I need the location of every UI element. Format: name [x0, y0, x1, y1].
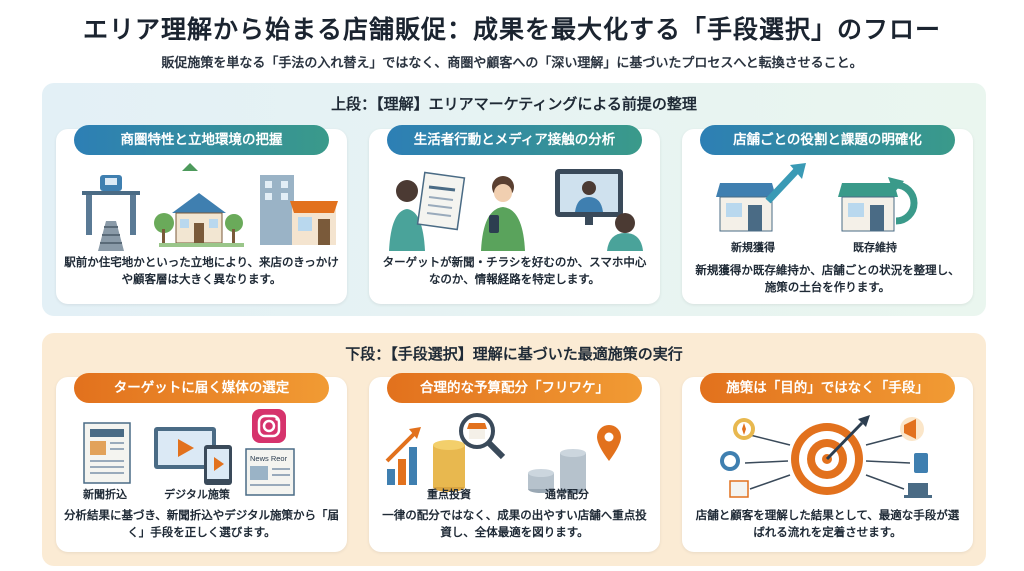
megaphone-icon [900, 417, 924, 441]
focus-coin-stack-icon [433, 413, 506, 492]
lower-section-title: 下段：【手段選択】理解に基づいた最適施策の実行 [345, 345, 683, 363]
house-icon [154, 163, 244, 247]
newspaper-reader-icon [389, 171, 466, 251]
media-contact-illustration [389, 169, 643, 251]
location-pin-icon [597, 425, 621, 461]
card-area-characteristics: 商圏特性と立地環境の把握 [56, 125, 347, 304]
newspaper-masthead: News Reor [250, 454, 288, 463]
card-description: 店舗と顧客を理解した結果として、最適な手段が選ばれる流れを定着させます。 [695, 508, 960, 539]
digital-measures-label: デジタル施策 [164, 488, 230, 501]
card-budget-allocation: 合理的な予算配分「フリワケ」 [369, 373, 660, 552]
card-store-roles: 店舗ごとの役割と課題の明確化 新規獲得 既存維持 新規獲得か既存維持か、店舗ごと… [682, 125, 973, 304]
new-customer-store-icon [716, 163, 806, 232]
card-description: ターゲットが新聞・チラシを好むのか、スマホ中心なのか、情報経路を特定します。 [382, 255, 647, 286]
focus-investment-label: 重点投資 [427, 488, 471, 501]
card-description: 新規獲得か既存維持か、店舗ごとの状況を整理し、施策の土台を作ります。 [695, 263, 960, 294]
card-description: 分析結果に基づき、新聞折込やデジタル施策から「届く」手段を正しく選びます。 [64, 508, 339, 539]
flyer-icon [729, 480, 749, 498]
compass-icon [720, 418, 755, 471]
station-house-shop-illustration [82, 163, 338, 251]
new-acquisition-label: 新規獲得 [731, 241, 775, 254]
retention-store-icon [838, 177, 918, 232]
retention-label: 既存維持 [853, 241, 897, 254]
upper-section: 上段：【理解】エリアマーケティングによる前提の整理 商圏特性と立地環境の把握 [42, 83, 986, 316]
lower-section: 下段：【手段選択】理解に基づいた最適施策の実行 ターゲットに届く媒体の選定 [42, 333, 986, 566]
normal-allocation-label: 通常配分 [545, 488, 589, 501]
laptop-icon [904, 483, 932, 498]
card-description: 一律の配分ではなく、成果の出やすい店舗へ重点投資し、全体最適を図ります。 [382, 508, 647, 539]
card-heading: 店舗ごとの役割と課題の明確化 [700, 125, 955, 155]
instagram-icon [252, 409, 286, 443]
smartphone-icon [914, 453, 928, 473]
card-heading: 施策は「目的」ではなく「手段」 [700, 373, 955, 403]
card-heading: 合理的な予算配分「フリワケ」 [387, 373, 642, 403]
store-roles-illustration [716, 163, 918, 232]
card-media-selection: ターゲットに届く媒体の選定 [56, 373, 347, 552]
target-bullseye-icon [791, 415, 870, 495]
newspaper-insert-icon [83, 422, 131, 484]
card-heading: ターゲットに届く媒体の選定 [74, 373, 329, 403]
target-means-illustration [720, 415, 932, 498]
digital-devices-icon [154, 427, 232, 485]
media-selection-illustration: News Reor [83, 409, 295, 496]
budget-allocation-illustration [385, 413, 621, 493]
train-station-icon [82, 175, 140, 251]
shop-building-icon [260, 175, 338, 245]
card-means-not-goal: 施策は「目的」ではなく「手段」 [682, 373, 973, 552]
page-subtitle: 販促施策を単なる「手法の入れ替え」ではなく、商圏や顧客への「深い理解」に基づいた… [161, 56, 863, 71]
smartphone-user-icon [481, 176, 525, 251]
normal-coin-stack-icon [528, 449, 586, 493]
newspaper-icon: News Reor [245, 448, 295, 496]
growth-bar-chart-icon [385, 427, 421, 485]
card-description: 駅前か住宅地かといった立地により、来店のきっかけや顧客層は大きく異なります。 [64, 255, 339, 286]
newspaper-insert-label: 新聞折込 [83, 488, 127, 501]
monitor-video-icon [555, 169, 643, 251]
page-title: エリア理解から始まる店舗販促：成果を最大化する「手段選択」のフロー [82, 15, 941, 44]
upper-section-title: 上段：【理解】エリアマーケティングによる前提の整理 [331, 95, 697, 113]
card-consumer-behavior: 生活者行動とメディア接触の分析 [369, 125, 660, 304]
card-heading: 商圏特性と立地環境の把握 [74, 125, 329, 155]
card-heading: 生活者行動とメディア接触の分析 [387, 125, 642, 155]
